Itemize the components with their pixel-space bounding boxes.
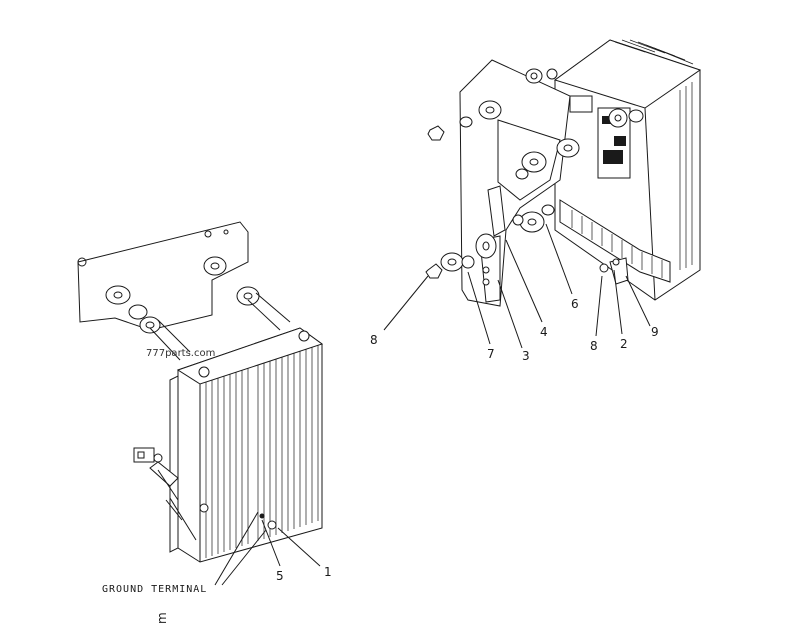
callout-3: 3 — [522, 349, 530, 363]
right-assembly — [425, 39, 702, 307]
left-mounting-plate — [77, 221, 249, 331]
ground-terminal-label: GROUND TERMINAL — [102, 584, 207, 595]
right-side-fins — [679, 82, 693, 270]
callout-9: 9 — [651, 325, 659, 339]
callout-6: 6 — [571, 297, 579, 311]
callout-8-right: 8 — [590, 339, 598, 353]
callout-1: 1 — [324, 565, 332, 579]
callout-2: 2 — [620, 337, 628, 351]
left-heatsink-fins — [205, 345, 319, 558]
right-plate-hardware — [425, 68, 644, 286]
callout-5: 5 — [276, 569, 284, 583]
callout-7: 7 — [487, 347, 495, 361]
right-top-fins — [614, 39, 694, 65]
corner-mark: m — [155, 612, 169, 624]
left-plate-washers — [105, 256, 260, 334]
right-terminal-strip — [559, 199, 671, 283]
left-side-bracket — [133, 447, 197, 541]
watermark-text: 777parts.com — [146, 348, 215, 359]
callout-8-left: 8 — [370, 333, 378, 347]
left-assembly — [77, 221, 324, 563]
callout-4: 4 — [540, 325, 548, 339]
callout-leaders — [261, 223, 651, 567]
